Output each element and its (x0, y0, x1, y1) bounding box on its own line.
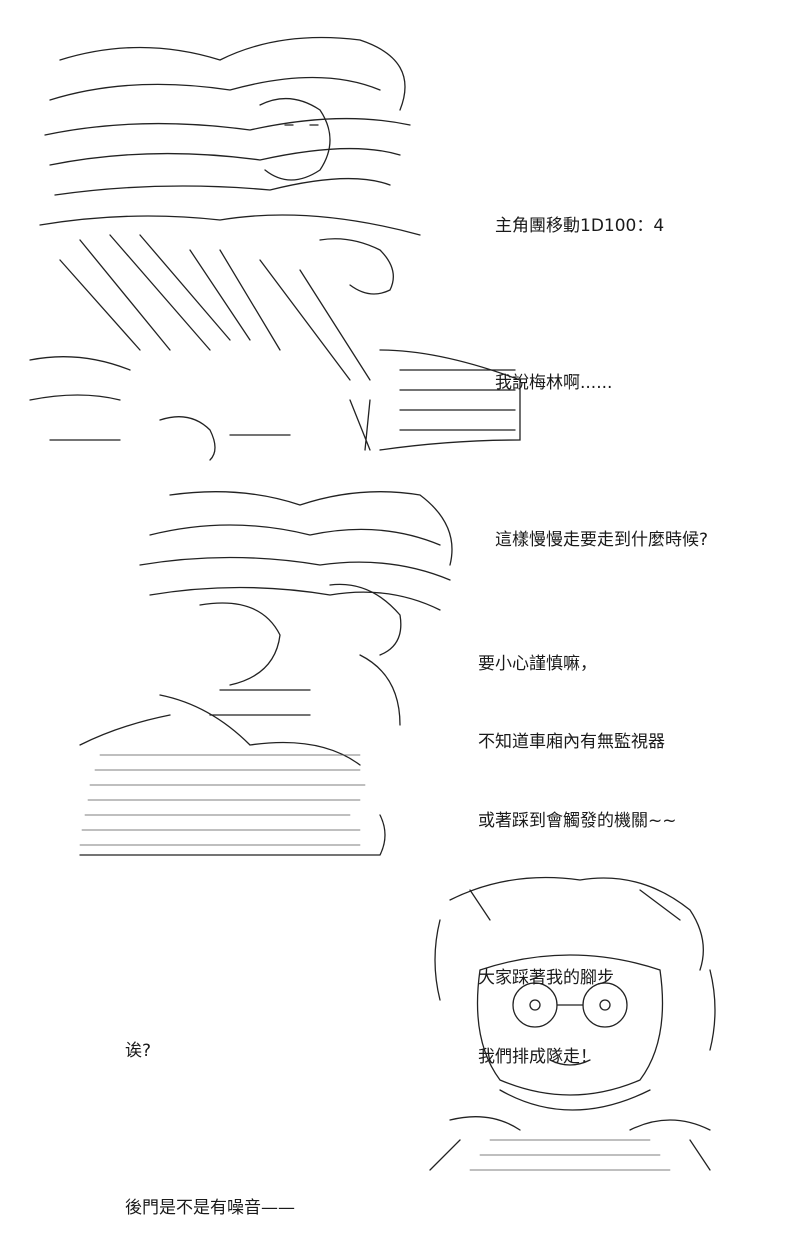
dialogue-line: 我說梅林啊...... (495, 373, 613, 394)
dialogue-block-1: 主角團移動1D100：4 我說梅林啊...... 這樣慢慢走要走到什麼時候? (495, 160, 708, 580)
dialogue-block-2: 要小心謹慎嘛， 不知道車廂內有無監視器 或著踩到會觸發的機關~~ 大家踩著我的腳… (478, 598, 677, 1096)
dialogue-line: 或著踩到會觸發的機關~~ (478, 811, 677, 832)
dialogue-line (495, 449, 708, 475)
ascii-art-figure-3 (410, 860, 730, 1180)
dialogue-line: 不知道車廂內有無監視器 (478, 732, 665, 753)
ascii-art-figure-1 (20, 20, 540, 470)
dialogue-line: 主角團移動1D100：4 (495, 215, 665, 236)
dialogue-block-3: 诶? 後門是不是有噪音—— (125, 985, 295, 1247)
dialogue-line (125, 1116, 295, 1142)
dialogue-line: 要小心謹慎嘛， (478, 653, 597, 674)
dialogue-line: 大家踩著我的腳步 (478, 968, 614, 989)
dialogue-line: 诶? (125, 1040, 152, 1061)
dialogue-line (495, 291, 708, 317)
dialogue-line: 我們排成隊走！ (478, 1047, 597, 1068)
dialogue-line: 後門是不是有噪音—— (125, 1198, 295, 1219)
ascii-art-figure-2 (60, 485, 480, 875)
dialogue-line: 這樣慢慢走要走到什麼時候? (495, 530, 709, 551)
